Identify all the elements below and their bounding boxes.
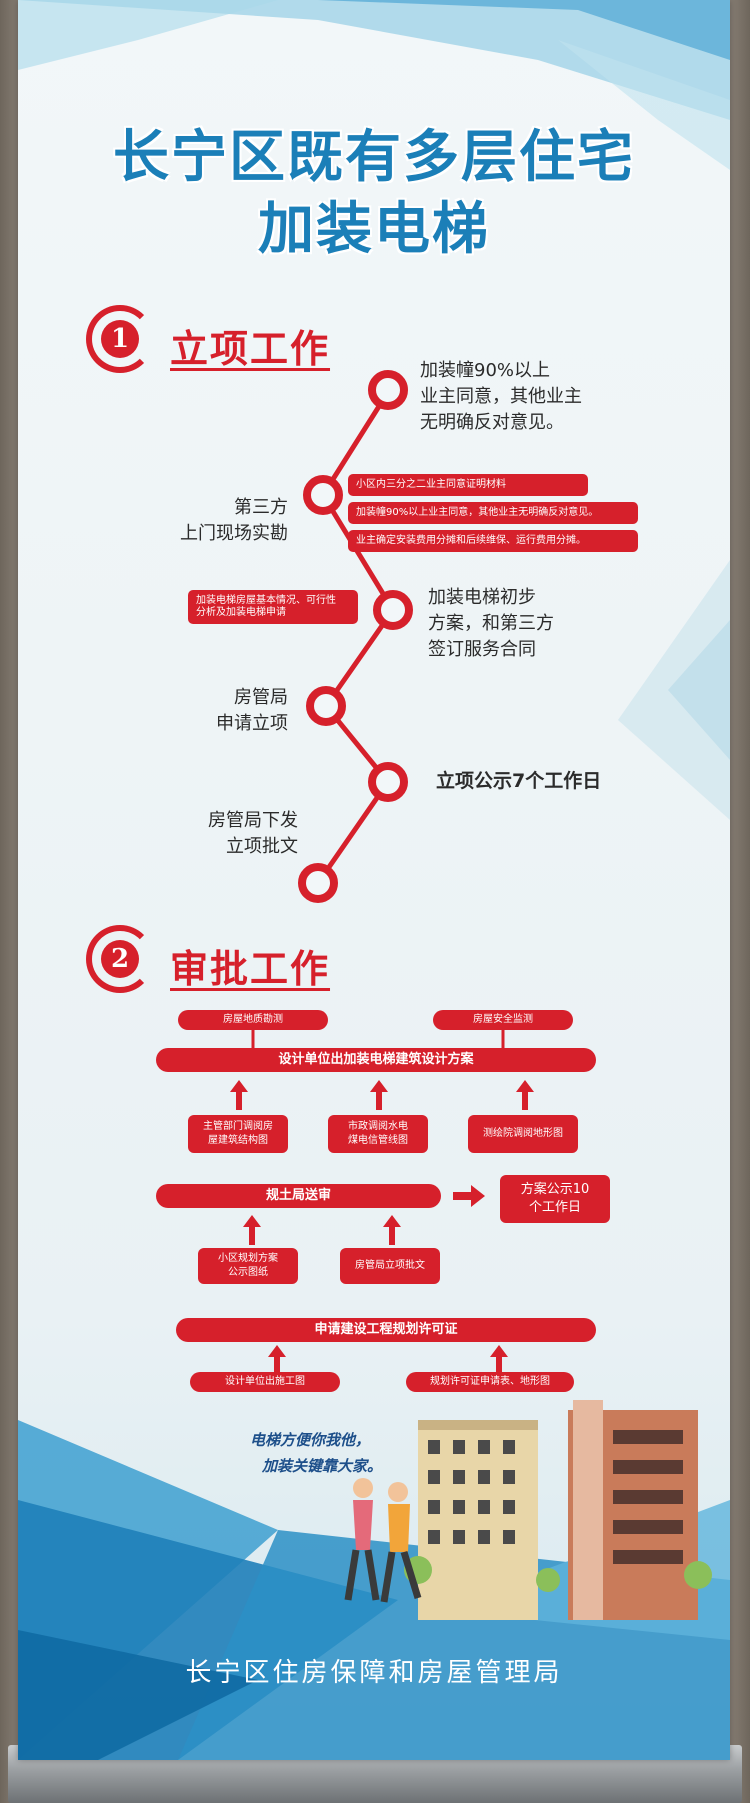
- step2-label: 第三方 上门现场实勘: [180, 497, 288, 544]
- section2-number-badge: 2: [86, 925, 154, 993]
- timeline-node-4: [306, 686, 346, 726]
- input-construction-drawings: 设计单位出施工图: [190, 1372, 340, 1392]
- tag-safety-monitoring: 房屋安全监测: [433, 1010, 573, 1030]
- bottom-polygon-decoration: [18, 1420, 730, 1760]
- runners-illustration: [344, 1478, 422, 1603]
- right-polygon-decoration: [618, 560, 730, 820]
- arrow-up-icon: [370, 1080, 388, 1110]
- top-polygon-decoration: [18, 0, 730, 170]
- arrow-right-icon: [453, 1185, 485, 1207]
- timeline-node-3: [373, 590, 413, 630]
- section2-title: 审批工作: [170, 947, 331, 991]
- note-owner-consent-proof: 小区内三分之二业主同意证明材料: [348, 474, 588, 496]
- note-basic-info-feasibility: 加装电梯房屋基本情况、可行性 分析及加装电梯申请: [188, 590, 358, 624]
- slogan-line1: 电梯方便你我他，: [250, 1431, 371, 1449]
- page-title-line1: 长宁区既有多层住宅: [113, 125, 635, 190]
- tag-connectors: [251, 1028, 505, 1048]
- arrow-up-icon: [516, 1080, 534, 1110]
- timeline-node-6: [298, 863, 338, 903]
- arrow-up-icon: [268, 1345, 286, 1375]
- input-community-plan: 小区规划方案 公示图纸: [198, 1248, 298, 1284]
- arrow-up-icon: [383, 1215, 401, 1245]
- note-ninety-percent-consent: 加装幢90%以上业主同意，其他业主无明确反对意见。: [348, 502, 638, 524]
- tag-geological-survey: 房屋地质勘测: [178, 1010, 328, 1030]
- input-approval-document: 房管局立项批文: [340, 1248, 440, 1284]
- section2-number: 2: [101, 940, 139, 978]
- timeline-node-1: [368, 370, 408, 410]
- step1-label: 加装幢90%以上 业主同意，其他业主 无明确反对意见。: [420, 360, 582, 433]
- buildings-illustration: [404, 1400, 712, 1620]
- section1-number: 1: [101, 320, 139, 358]
- input-topographic-map: 测绘院调阅地形图: [468, 1115, 578, 1153]
- timeline-node-5: [368, 762, 408, 802]
- timeline-node-2: [303, 475, 343, 515]
- bar-planning-permit: 申请建设工程规划许可证: [176, 1318, 596, 1342]
- slogan-line2: 加装关键靠大家。: [262, 1457, 383, 1475]
- step5-label: 立项公示7个工作日: [436, 770, 602, 792]
- section1-number-badge: 1: [86, 305, 154, 373]
- section1-title: 立项工作: [170, 327, 331, 371]
- input-structure-drawings: 主管部门调阅房 屋建筑结构图: [188, 1115, 288, 1153]
- step6-label: 房管局下发 立项批文: [208, 810, 298, 857]
- bar-planning-review: 规土局送审: [156, 1184, 441, 1208]
- arrow-up-icon: [230, 1080, 248, 1110]
- step3-label: 加装电梯初步 方案，和第三方 签订服务合同: [428, 587, 554, 660]
- bar-design-scheme: 设计单位出加装电梯建筑设计方案: [156, 1048, 596, 1072]
- note-cost-sharing: 业主确定安装费用分摊和后续维保、运行费用分摊。: [348, 530, 638, 552]
- input-permit-application: 规划许可证申请表、地形图: [406, 1372, 574, 1392]
- step4-label: 房管局 申请立项: [216, 687, 288, 734]
- box-scheme-publicity: 方案公示10 个工作日: [500, 1175, 610, 1223]
- arrow-up-icon: [243, 1215, 261, 1245]
- page-title-line2: 加装电梯: [258, 197, 490, 262]
- timeline-path: [315, 390, 396, 885]
- input-utility-pipelines: 市政调阅水电 煤电信管线图: [328, 1115, 428, 1153]
- arrow-up-icon: [490, 1345, 508, 1375]
- rollup-banner: 长宁区既有多层住宅 加装电梯 1 立项工作 加装幢90%以上 业主同意，其他业主…: [18, 0, 730, 1760]
- footer-organization: 长宁区住房保障和房屋管理局: [185, 1658, 563, 1688]
